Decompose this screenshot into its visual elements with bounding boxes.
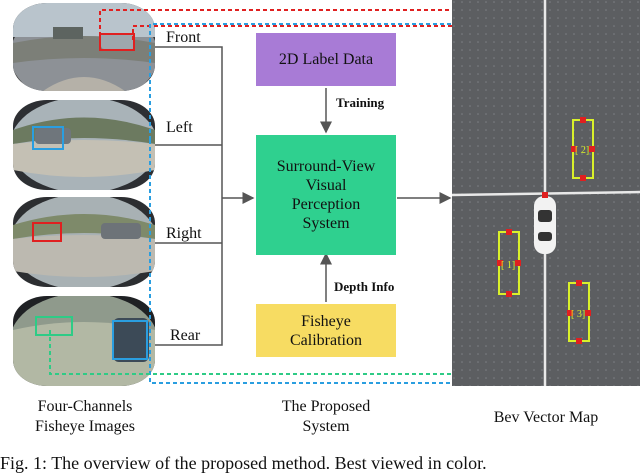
figure-caption: Fig. 1: The overview of the proposed met… xyxy=(0,453,487,473)
rear-detection-box-blue xyxy=(112,320,148,360)
front-detection-box xyxy=(99,33,135,51)
caption-bev-map: Bev Vector Map xyxy=(493,409,599,426)
system-line-4: System xyxy=(302,215,350,232)
fisheye-calibration-box: Fisheye Calibration xyxy=(256,304,396,357)
fisheye-image-left xyxy=(13,100,155,190)
label-rear: Rear xyxy=(170,327,201,344)
left-detection-box xyxy=(32,126,64,150)
bev-id-1: [ 1] xyxy=(501,260,516,271)
fisheye-image-front xyxy=(13,3,155,91)
system-line-2: Visual xyxy=(305,177,347,194)
calibration-line-2: Calibration xyxy=(290,331,362,349)
rear-detection-box-green xyxy=(35,316,73,336)
bev-id-3: [ 3] xyxy=(571,309,586,320)
label-right: Right xyxy=(166,225,202,242)
bev-vector-map: [ 2] [ 1] [ 3] xyxy=(452,0,640,386)
calibration-line-1: Fisheye xyxy=(301,312,351,330)
label-front: Front xyxy=(166,29,201,46)
bev-id-2: [ 2] xyxy=(575,145,590,156)
depth-edge-label: Depth Info xyxy=(334,279,395,294)
caption-left-line-2: Fisheye Images xyxy=(35,418,135,435)
training-edge-label: Training xyxy=(336,95,385,110)
label-left: Left xyxy=(166,119,193,136)
fisheye-image-right xyxy=(13,197,155,287)
label-data-box: 2D Label Data xyxy=(256,33,396,86)
caption-middle-line-2: System xyxy=(302,418,350,435)
caption-middle-line-1: The Proposed xyxy=(281,398,371,415)
label-data-text: 2D Label Data xyxy=(278,51,374,68)
fisheye-image-rear xyxy=(13,296,155,386)
system-line-3: Perception xyxy=(291,196,361,213)
system-line-1: Surround-View xyxy=(276,158,376,175)
perception-system-box: Surround-View Visual Perception System xyxy=(256,135,396,255)
caption-fisheye-images: Four-Channels Fisheye Images xyxy=(0,397,170,437)
right-detection-box xyxy=(32,222,62,242)
caption-left-line-1: Four-Channels xyxy=(37,398,133,415)
caption-proposed-system: The Proposed System xyxy=(242,397,410,437)
